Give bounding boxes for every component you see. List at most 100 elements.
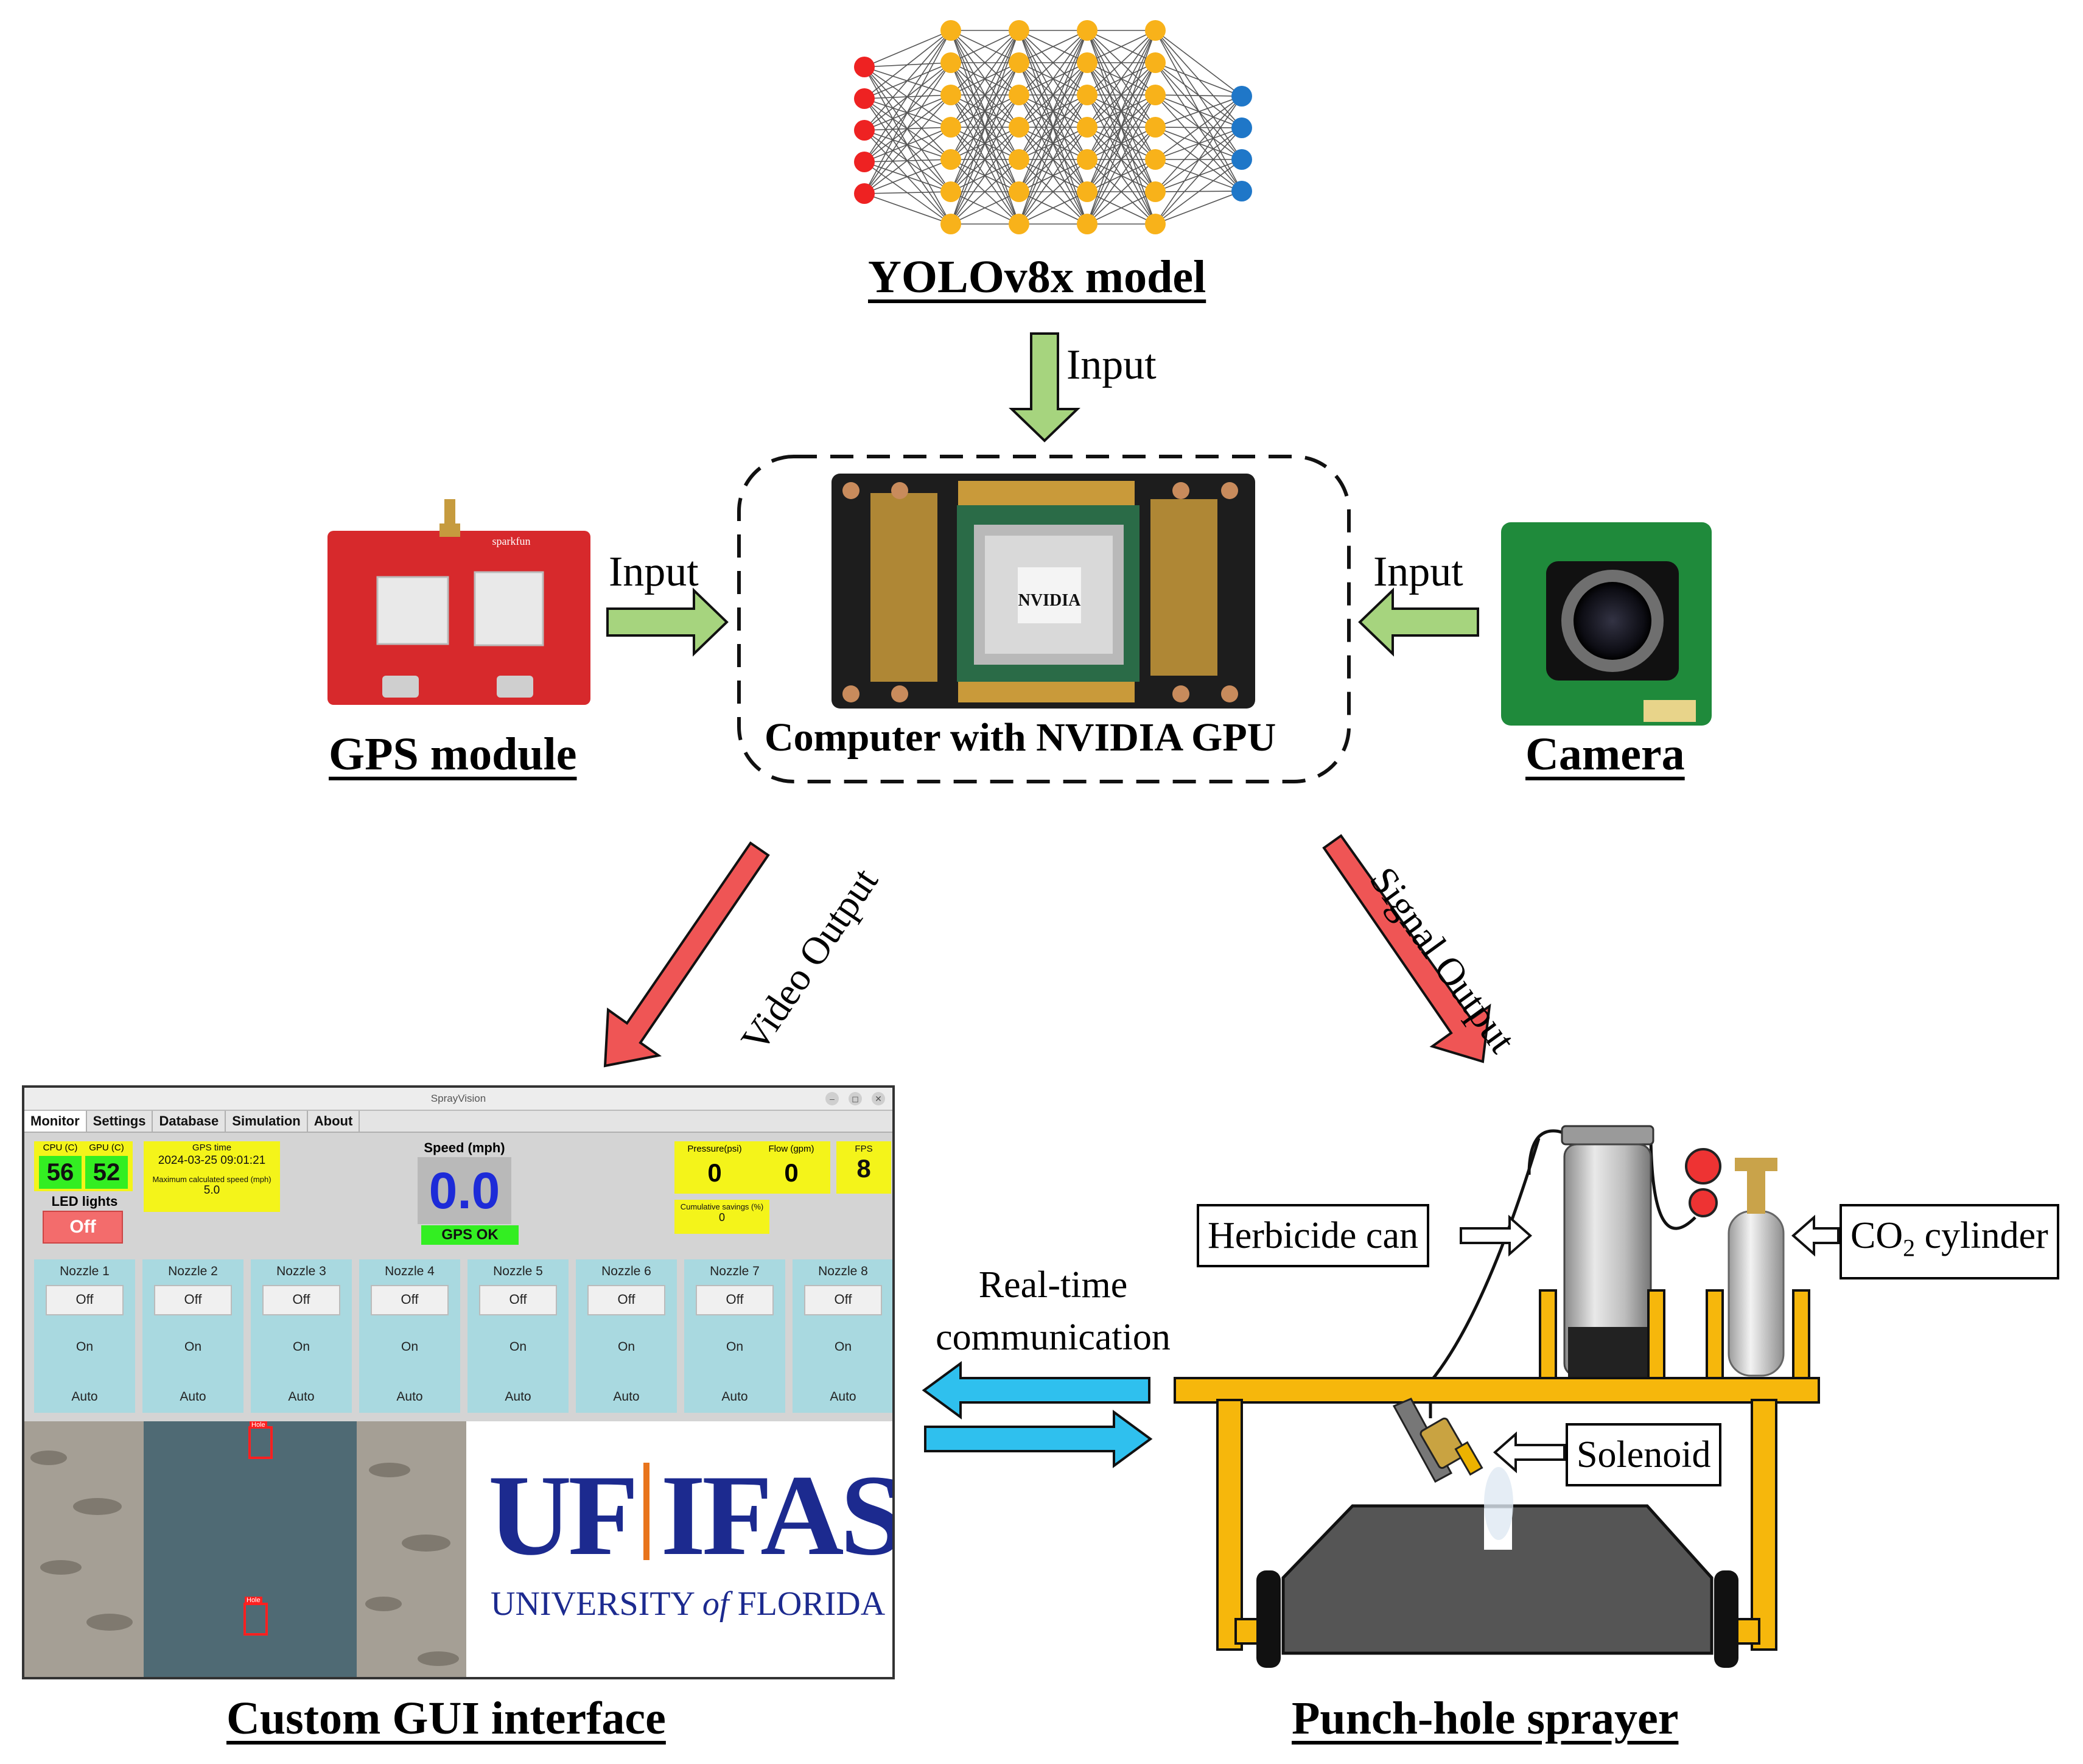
savings-box: Cumulative savings (%) 0 [674, 1200, 769, 1234]
nozzle-auto-button[interactable]: Auto [396, 1390, 423, 1404]
comm-arrow-to-sprayer [924, 1410, 1153, 1468]
cpu-label: CPU (C) [43, 1143, 78, 1153]
pressure-value: 0 [707, 1158, 722, 1187]
nozzle-on-button[interactable]: On [726, 1340, 743, 1354]
nn-connection [1018, 30, 1088, 96]
co2-cylinder-label: CO2 cylinder [1840, 1204, 2059, 1280]
nn-node [1145, 85, 1166, 105]
cpu-value: 56 [39, 1156, 82, 1189]
nozzle-on-button[interactable]: On [184, 1340, 201, 1354]
nvidia-logo: NVIDIA [1018, 591, 1081, 610]
tab-monitor[interactable]: Monitor [24, 1111, 87, 1132]
input-arrow-top [1009, 332, 1080, 443]
tab-settings[interactable]: Settings [87, 1111, 153, 1132]
savings-label: Cumulative savings (%) [680, 1202, 764, 1211]
monitor-panel: CPU (C) GPU (C) 56 52 LED lights Off GPS… [24, 1132, 892, 1677]
nn-node [940, 52, 961, 73]
nozzle-on-button[interactable]: On [509, 1340, 527, 1354]
nn-node [940, 117, 961, 138]
nn-connection [1018, 127, 1088, 225]
detection-label-1: Hole [250, 1421, 267, 1429]
nn-connection [1155, 127, 1242, 225]
nozzle-off-button[interactable]: Off [154, 1285, 232, 1315]
sensor-box [674, 1141, 830, 1194]
nozzle-auto-button[interactable]: Auto [830, 1390, 856, 1404]
nozzle-auto-button[interactable]: Auto [505, 1390, 531, 1404]
nn-node [1077, 149, 1098, 170]
nn-connection [950, 30, 1020, 96]
led-toggle-button[interactable]: Off [43, 1211, 123, 1244]
nn-connection [1155, 30, 1242, 97]
nn-connection [950, 30, 1020, 128]
nozzle-title: Nozzle 4 [385, 1264, 435, 1278]
nozzle-title: Nozzle 6 [601, 1264, 651, 1278]
nozzle-on-button[interactable]: On [75, 1340, 93, 1354]
input-top-label: Input [1066, 341, 1157, 388]
close-icon[interactable]: ✕ [872, 1092, 885, 1105]
nozzle-title: Nozzle 2 [168, 1264, 218, 1278]
realtime-line2: communication [936, 1317, 1171, 1358]
logo-divider [643, 1463, 650, 1560]
nn-connection [950, 30, 1020, 192]
nn-connection [1155, 96, 1242, 128]
nozzle-off-button[interactable]: Off [696, 1285, 774, 1315]
sprayvision-window: SprayVision – ◻ ✕ Monitor Settings Datab… [22, 1085, 895, 1679]
fps-value: 8 [856, 1154, 871, 1183]
nn-node [1077, 20, 1098, 41]
nn-connection [1087, 30, 1156, 63]
nn-connection [864, 191, 951, 194]
nozzle-title: Nozzle 1 [60, 1264, 110, 1278]
nozzle-on-button[interactable]: On [401, 1340, 418, 1354]
nozzle-off-button[interactable]: Off [479, 1285, 557, 1315]
nn-connection [1087, 30, 1156, 128]
logo-uf: UF [488, 1452, 639, 1580]
nozzle-auto-button[interactable]: Auto [288, 1390, 315, 1404]
nn-connection [1018, 191, 1088, 225]
nozzle-title: Nozzle 5 [493, 1264, 543, 1278]
nozzle-off-button[interactable]: Off [804, 1285, 882, 1315]
nn-connection [1155, 191, 1242, 225]
tab-simulation[interactable]: Simulation [226, 1111, 308, 1132]
nozzle-on-button[interactable]: On [292, 1340, 310, 1354]
nn-connection [864, 193, 951, 225]
savings-value: 0 [718, 1211, 725, 1223]
input-arrow-right [1358, 587, 1479, 657]
nn-connection [864, 62, 951, 194]
sparkfun-brand: sparkfun [492, 535, 531, 547]
nn-node [940, 20, 961, 41]
nn-node [1009, 85, 1029, 105]
nozzle-auto-button[interactable]: Auto [613, 1390, 640, 1404]
tab-database[interactable]: Database [153, 1111, 226, 1132]
nn-connection [1087, 94, 1156, 225]
nn-node [1009, 149, 1029, 170]
nozzle-off-button[interactable]: Off [46, 1285, 124, 1315]
nn-connection [864, 30, 951, 68]
maximize-icon[interactable]: ◻ [849, 1092, 862, 1105]
minimize-icon[interactable]: – [825, 1092, 839, 1105]
nn-connection [1018, 30, 1088, 128]
gps-module-label: GPS module [329, 729, 577, 780]
nn-connection [1155, 62, 1242, 97]
nn-connection [1087, 30, 1156, 160]
solenoid-label: Solenoid [1566, 1423, 1722, 1486]
nvidia-gpu-board: NVIDIA [831, 474, 1255, 709]
nozzle-auto-button[interactable]: Auto [721, 1390, 748, 1404]
nn-connection [1087, 159, 1156, 225]
nozzle-on-button[interactable]: On [834, 1340, 852, 1354]
nozzle-off-button[interactable]: Off [587, 1285, 665, 1315]
nozzle-auto-button[interactable]: Auto [71, 1390, 98, 1404]
custom-gui-label: Custom GUI interface [226, 1693, 666, 1744]
nozzle-title: Nozzle 3 [276, 1264, 326, 1278]
detection-label-2: Hole [245, 1597, 262, 1604]
nn-connection [864, 127, 951, 194]
nozzle-off-button[interactable]: Off [262, 1285, 340, 1315]
nozzle-auto-button[interactable]: Auto [180, 1390, 206, 1404]
nozzle-off-button[interactable]: Off [371, 1285, 449, 1315]
tab-about[interactable]: About [308, 1111, 360, 1132]
nozzle-on-button[interactable]: On [617, 1340, 635, 1354]
